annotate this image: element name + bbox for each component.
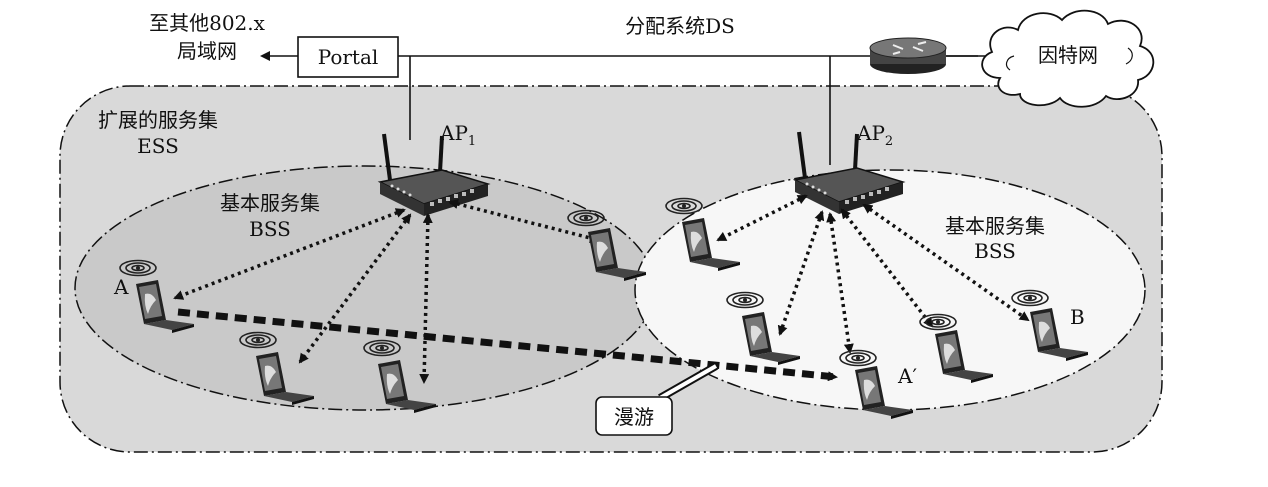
- portal-label: Portal: [318, 45, 379, 69]
- roaming-label: 漫游: [614, 405, 654, 429]
- other-lan-label-line1: 至其他802.x: [149, 11, 266, 35]
- router-icon: [869, 37, 947, 74]
- bss1-label-line1: 基本服务集: [220, 191, 320, 215]
- station-b-label: B: [1070, 305, 1085, 329]
- ap1-label: AP1: [439, 121, 476, 149]
- ess-label-line2: ESS: [137, 134, 179, 158]
- ds-label: 分配系统DS: [625, 14, 735, 38]
- bss2-label-line2: BSS: [974, 239, 1016, 263]
- bss1-links: [173, 199, 600, 384]
- roaming-path: [177, 308, 838, 382]
- bss2-links: [716, 194, 1030, 354]
- ess-label-line1: 扩展的服务集: [98, 108, 218, 132]
- bss1-label-line2: BSS: [249, 217, 291, 241]
- ap2-label: AP2: [856, 121, 893, 149]
- bss2-label-line1: 基本服务集: [945, 214, 1045, 238]
- station-a-prime-label: A′: [897, 364, 917, 388]
- station-a-label: A: [113, 275, 129, 299]
- bss1-ellipse: [74, 165, 656, 411]
- internet-cloud-icon: [981, 9, 1155, 108]
- bss2-ellipse: [634, 169, 1146, 411]
- internet-label: 因特网: [1038, 43, 1098, 67]
- other-lan-label-line2: 局域网: [177, 39, 237, 63]
- roaming-callout-box: [595, 396, 673, 436]
- portal-box: [297, 36, 399, 78]
